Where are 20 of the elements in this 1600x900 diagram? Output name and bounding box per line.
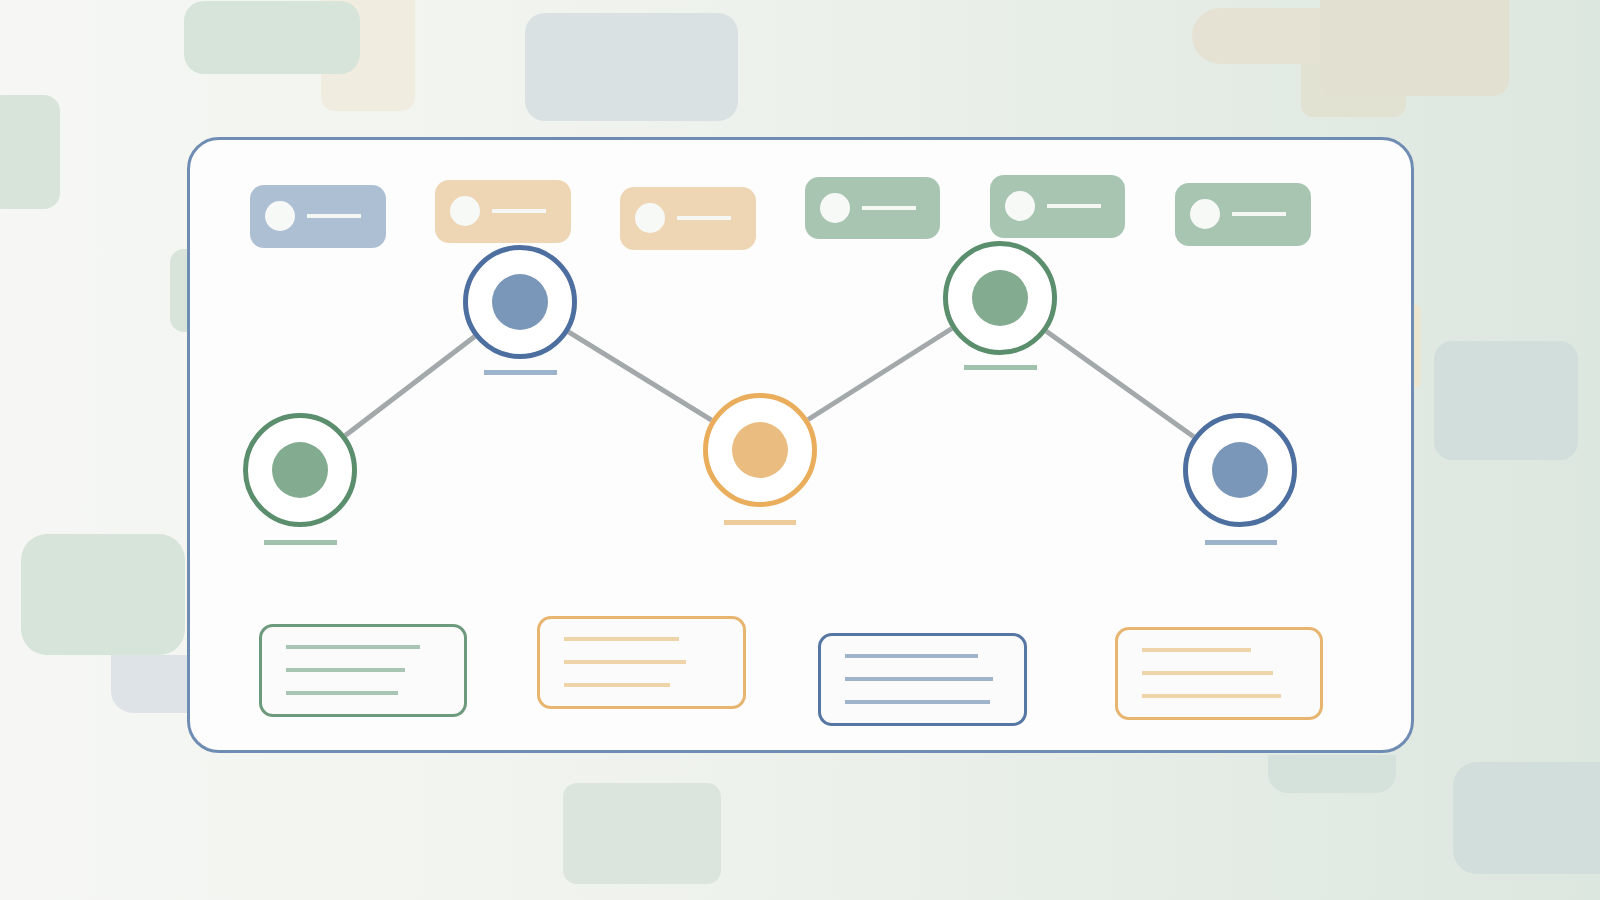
text-card bbox=[537, 616, 746, 709]
circle-node bbox=[243, 413, 357, 527]
circle-node bbox=[943, 241, 1057, 355]
connector-line bbox=[1044, 329, 1196, 439]
tag-pill bbox=[435, 180, 571, 243]
tag-pill bbox=[620, 187, 756, 250]
text-card bbox=[259, 624, 467, 717]
circle-node bbox=[1183, 413, 1297, 527]
connector-line bbox=[343, 334, 477, 438]
card-panel bbox=[187, 137, 1414, 753]
circle-node bbox=[463, 245, 577, 359]
tag-pill bbox=[805, 177, 940, 239]
text-card bbox=[1115, 627, 1323, 720]
tag-pill bbox=[1175, 183, 1311, 246]
tag-pill bbox=[250, 185, 386, 248]
connector-line bbox=[806, 326, 954, 422]
text-card bbox=[818, 633, 1027, 726]
tag-pill bbox=[990, 175, 1125, 238]
connector-line bbox=[567, 329, 713, 423]
circle-node bbox=[703, 393, 817, 507]
